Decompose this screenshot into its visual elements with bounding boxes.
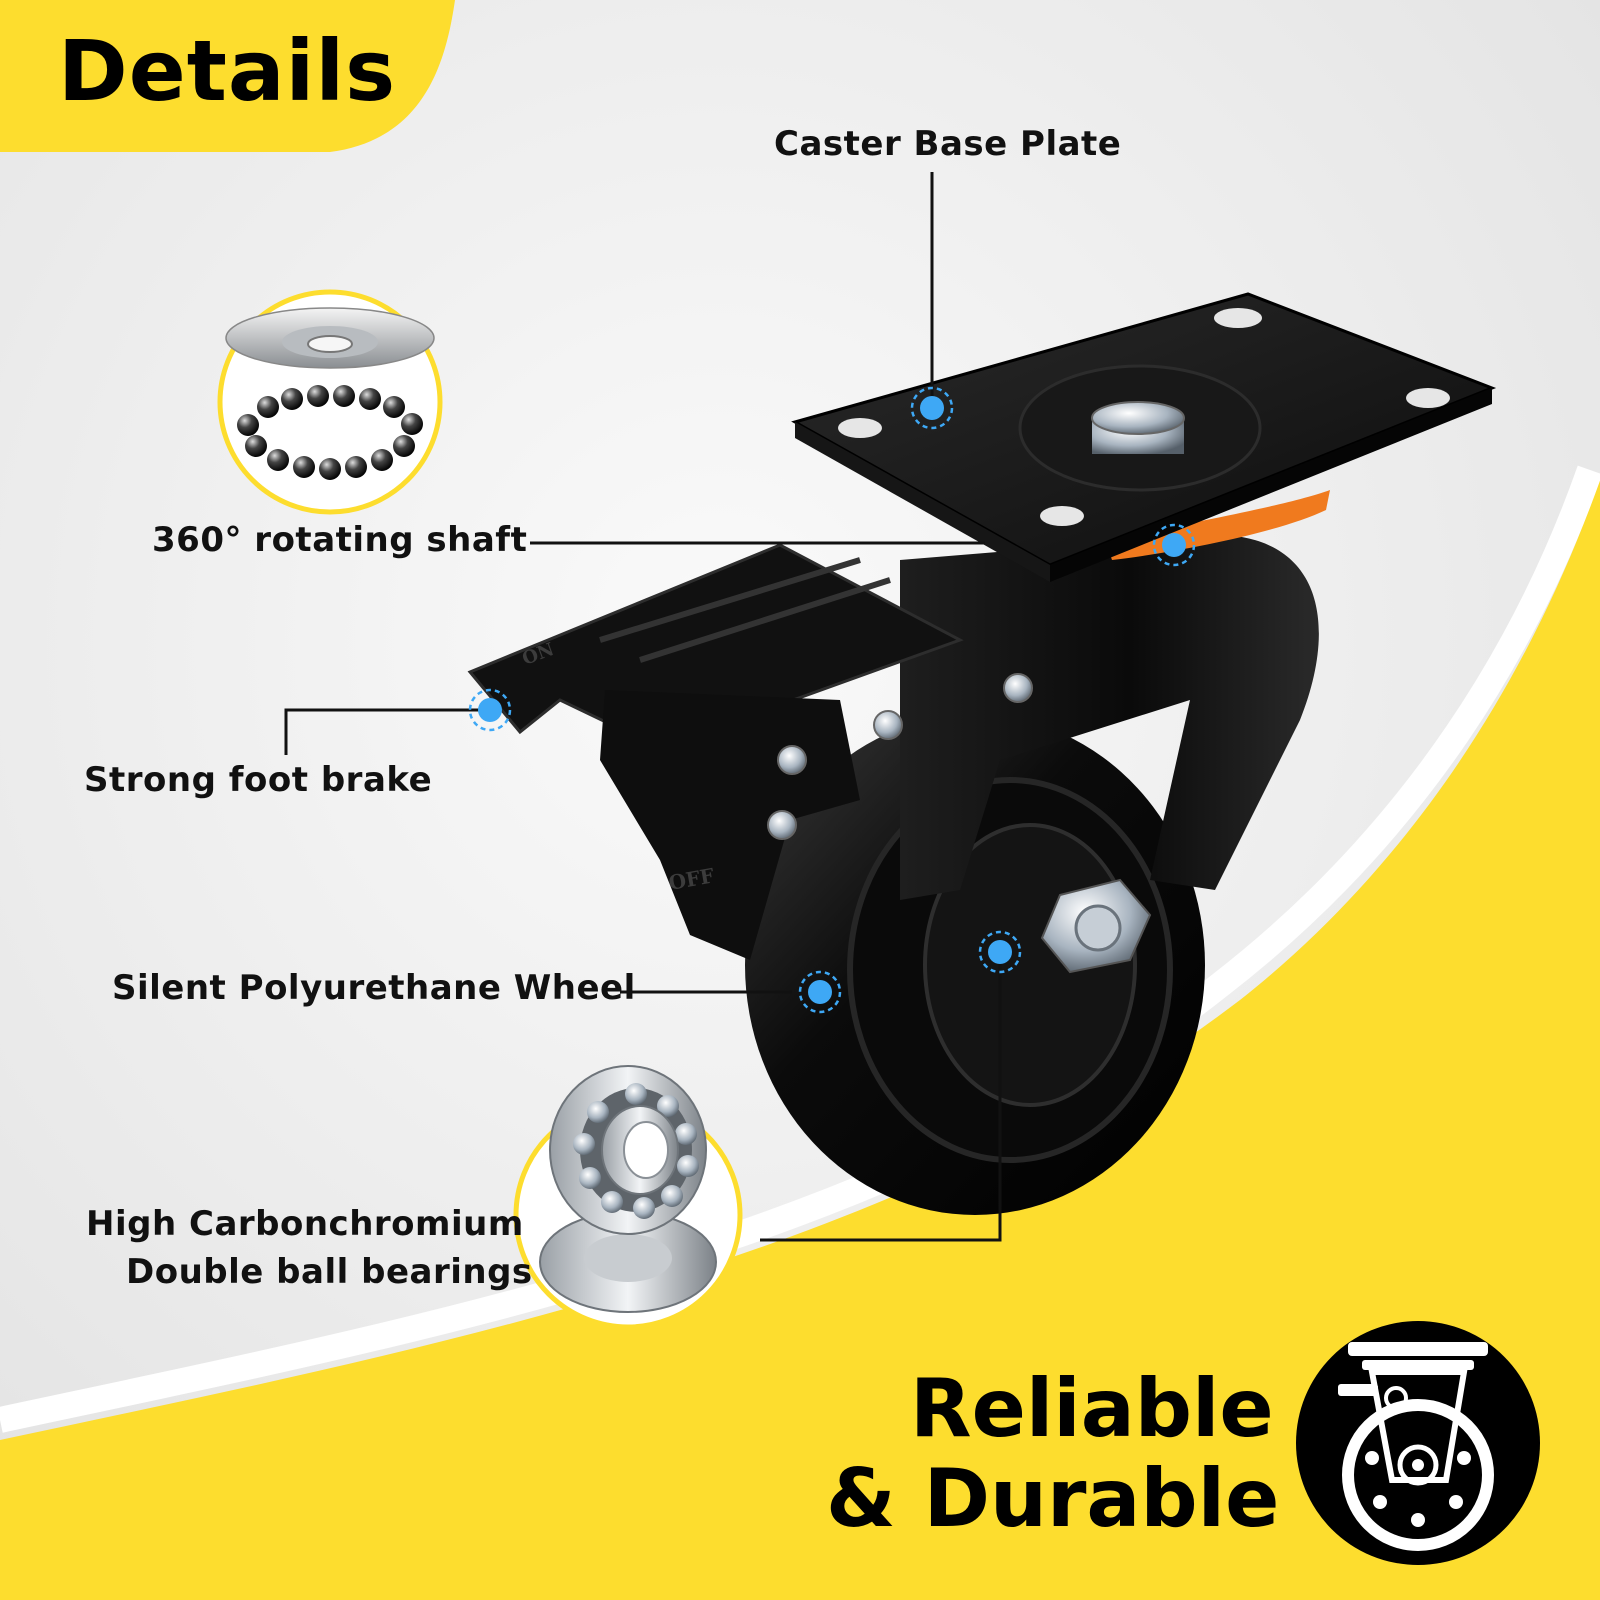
caster-fork [900, 534, 1319, 900]
callout-lines [284, 172, 1002, 1242]
label-rotating-shaft: 360° rotating shaft [152, 520, 528, 560]
tagline-line1: Reliable [910, 1362, 1274, 1455]
double-ball-bearing-inset [513, 1065, 743, 1330]
center-rivet [1091, 401, 1185, 435]
callout-markers [468, 386, 1196, 1014]
brake-screws [767, 673, 1033, 840]
page-title: Details [58, 22, 397, 120]
tagline-line2: & Durable [826, 1452, 1280, 1545]
marker-rotating-shaft [1152, 523, 1196, 567]
plate-bolt-holes [838, 308, 1450, 526]
marker-base-plate [910, 386, 954, 430]
marker-wheel [798, 970, 842, 1014]
label-foot-brake: Strong foot brake [84, 760, 433, 800]
ball-bearing-ring-inset [217, 289, 443, 515]
label-bearings-line1: High Carbonchromium [86, 1204, 524, 1244]
bearings-callout-line [760, 955, 1002, 1242]
label-bearings-line2: Double ball bearings [126, 1252, 533, 1292]
marker-foot-brake [468, 688, 512, 732]
label-polyurethane-wheel: Silent Polyurethane Wheel [112, 968, 636, 1008]
caster-wheel-icon [1296, 1321, 1540, 1565]
heading-tab [0, 0, 455, 152]
marker-bearings [978, 930, 1022, 974]
swivel-ring [1105, 490, 1330, 560]
foot-brake-callout-line [284, 708, 490, 755]
yellow-swoosh [0, 480, 1600, 1600]
caster-wheel-product: OFF ON [467, 292, 1497, 1215]
label-caster-base-plate: Caster Base Plate [774, 124, 1122, 164]
